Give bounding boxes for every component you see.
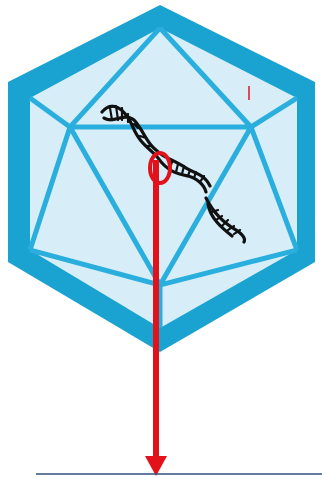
arrow-head (145, 456, 167, 476)
